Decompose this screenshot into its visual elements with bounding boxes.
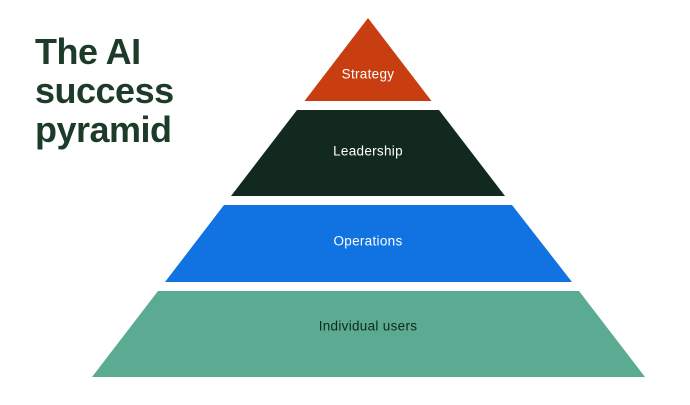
pyramid-layer-operations-label: Operations [333,234,402,249]
pyramid-layer-strategy-label: Strategy [342,67,395,82]
pyramid-layer-leadership [231,110,505,196]
pyramid-layer-individual-users [92,291,645,377]
page-title: The AI success pyramid [35,31,174,150]
pyramid-layer-strategy [304,18,432,101]
pyramid-layer-individual-users-label: Individual users [319,319,418,334]
pyramid-layer-leadership-label: Leadership [333,144,403,159]
pyramid-layer-operations [165,205,572,282]
